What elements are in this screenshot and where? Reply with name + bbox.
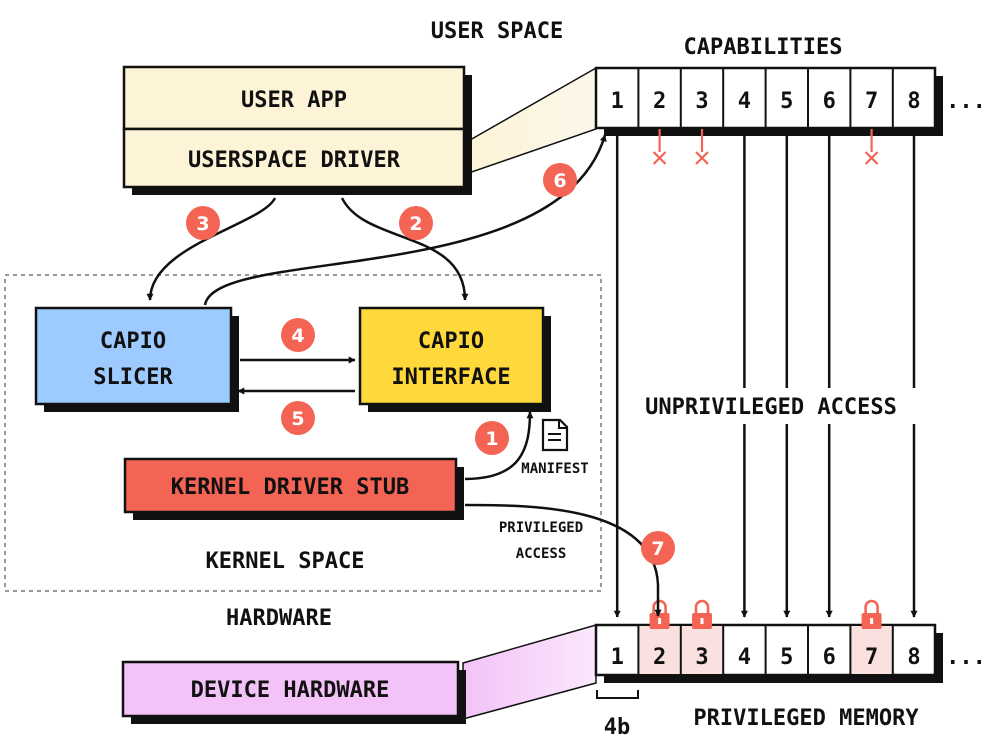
capability-number: 2: [653, 89, 666, 114]
memory-cell: 2: [637, 625, 680, 675]
device-hardware[interactable]: DEVICE HARDWARE: [121, 660, 466, 724]
user-app-label: USER APP: [241, 88, 347, 113]
capability-number: 1: [611, 89, 624, 114]
capio-interface-line2: INTERFACE: [391, 365, 510, 390]
memory-cell: 3: [679, 625, 723, 675]
memory-cell: 6: [807, 625, 836, 675]
manifest-label: MANIFEST: [521, 461, 588, 477]
memory-number: 1: [611, 645, 624, 670]
step-badge-3: 3: [186, 206, 220, 240]
x-mark-icon: [695, 129, 709, 165]
memory-row: 1 2 3 4 5 6 7 8 ...: [594, 623, 986, 683]
device-hardware-label: DEVICE HARDWARE: [191, 678, 390, 703]
memory-number: 2: [653, 645, 666, 670]
memory-cell: 5: [764, 625, 793, 675]
step-badge-1: 1: [475, 421, 509, 455]
userspace-driver-box[interactable]: [122, 127, 466, 189]
x-mark-icon: [864, 129, 879, 165]
capability-cell: 2: [637, 68, 666, 128]
memory-beam: [462, 624, 597, 720]
memory-cell: 7: [849, 625, 892, 675]
step-badge-7: 7: [641, 531, 675, 565]
memory-number: 7: [865, 645, 878, 670]
step-badge-2: 2: [399, 206, 433, 240]
svg-text:3: 3: [196, 213, 209, 235]
memory-cell: 4: [722, 625, 751, 675]
cell-size-label: 4b: [604, 715, 631, 740]
kernel-space-region: [4, 274, 602, 592]
capability-number: 8: [907, 89, 920, 114]
capability-cell: 5: [764, 68, 793, 128]
step-badge-5: 5: [281, 401, 315, 435]
arrow-step2: [340, 197, 469, 301]
unprivileged-access-label: UNPRIVILEGED ACCESS: [645, 395, 897, 420]
lock-icon: [649, 599, 670, 629]
svg-text:4: 4: [291, 325, 304, 347]
document-icon: [541, 418, 569, 452]
capability-number: 3: [695, 89, 708, 114]
privileged-access-label-1: PRIVILEGED: [499, 520, 583, 536]
kernel-driver-stub-label: KERNEL DRIVER STUB: [171, 475, 409, 500]
step-badge-4: 4: [281, 318, 315, 352]
capio-slicer[interactable]: CAPIO SLICER: [34, 306, 239, 412]
svg-text:1: 1: [485, 428, 498, 450]
svg-text:7: 7: [651, 538, 664, 560]
memory-number: 4: [738, 645, 751, 670]
kernel-space-label: KERNEL SPACE: [206, 549, 365, 574]
memory-number: 3: [695, 645, 708, 670]
capability-number: 6: [823, 89, 836, 114]
x-mark-icon: [652, 129, 667, 165]
lock-icon: [692, 599, 712, 629]
capio-slicer-line1: CAPIO: [100, 329, 166, 354]
capability-number: 7: [865, 89, 878, 114]
step-badge-6: 6: [543, 163, 577, 197]
svg-text:2: 2: [409, 213, 422, 235]
svg-text:5: 5: [291, 408, 304, 430]
capability-cell: 1: [611, 89, 624, 114]
memory-ellipsis: ...: [946, 645, 986, 670]
capability-cell: 3: [679, 68, 709, 128]
capability-number: 5: [780, 89, 793, 114]
memory-number: 8: [907, 645, 920, 670]
capability-cell: 7: [849, 68, 878, 128]
capability-cell: 8: [891, 68, 921, 128]
privileged-access-label-2: ACCESS: [516, 546, 567, 562]
privileged-memory-label: PRIVILEGED MEMORY: [693, 706, 919, 731]
capabilities-row: 1 2 3 4 5 6 7 8 ...: [594, 66, 986, 136]
memory-number: 6: [823, 645, 836, 670]
capability-number: 4: [738, 89, 751, 114]
user-block: USER APP USERSPACE DRIVER: [122, 65, 472, 195]
memory-cell: 8: [891, 625, 921, 675]
capability-cell: 6: [807, 68, 836, 128]
memory-cell: 1: [611, 645, 624, 670]
capio-slicer-line2: SLICER: [93, 365, 173, 390]
capio-interface[interactable]: CAPIO INTERFACE: [358, 306, 551, 412]
capability-cell: 4: [722, 68, 751, 128]
arrow-step1: [464, 411, 534, 481]
memory-number: 5: [780, 645, 793, 670]
userspace-driver-label: USERSPACE DRIVER: [188, 148, 401, 173]
capio-interface-line1: CAPIO: [418, 329, 484, 354]
svg-text:6: 6: [553, 170, 566, 192]
capabilities-beam: [462, 66, 597, 177]
capabilities-ellipsis: ...: [946, 89, 986, 114]
arrow-step7: [464, 503, 662, 617]
lock-icon: [861, 599, 882, 629]
capabilities-label: CAPABILITIES: [684, 35, 843, 60]
user-space-label: USER SPACE: [431, 19, 563, 44]
kernel-driver-stub[interactable]: KERNEL DRIVER STUB: [123, 457, 464, 520]
user-app-box[interactable]: [122, 65, 466, 131]
unprivileged-access-bg: [626, 388, 916, 424]
hardware-label: HARDWARE: [226, 606, 332, 631]
cell-size-bracket: [596, 690, 639, 699]
